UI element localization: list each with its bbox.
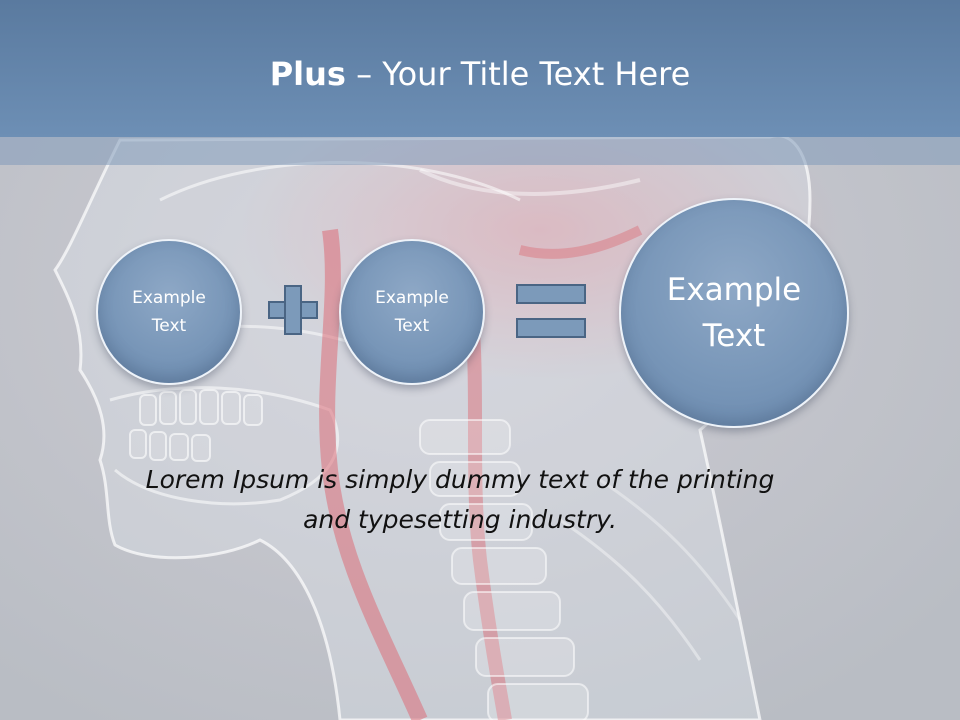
example-circle-2[interactable]: Example Text (339, 239, 485, 385)
example-result-circle[interactable]: Example Text (619, 198, 849, 428)
example-circle-1[interactable]: Example Text (96, 239, 242, 385)
title-bar (0, 0, 960, 137)
slide-title: Plus – Your Title Text Here (0, 52, 960, 96)
equals-top-bar (516, 284, 586, 304)
title-bold: Plus (269, 55, 346, 93)
equals-bottom-bar (516, 318, 586, 338)
example-result-circle-label: Example Text (666, 272, 802, 354)
example-circle-1-label: Example Text (132, 288, 206, 336)
title-bar-band (0, 137, 960, 165)
caption-text: Lorem Ipsum is simply dummy text of the … (145, 465, 775, 534)
example-circle-2-label: Example Text (375, 288, 449, 336)
title-text: – Your Title Text Here (345, 55, 691, 93)
